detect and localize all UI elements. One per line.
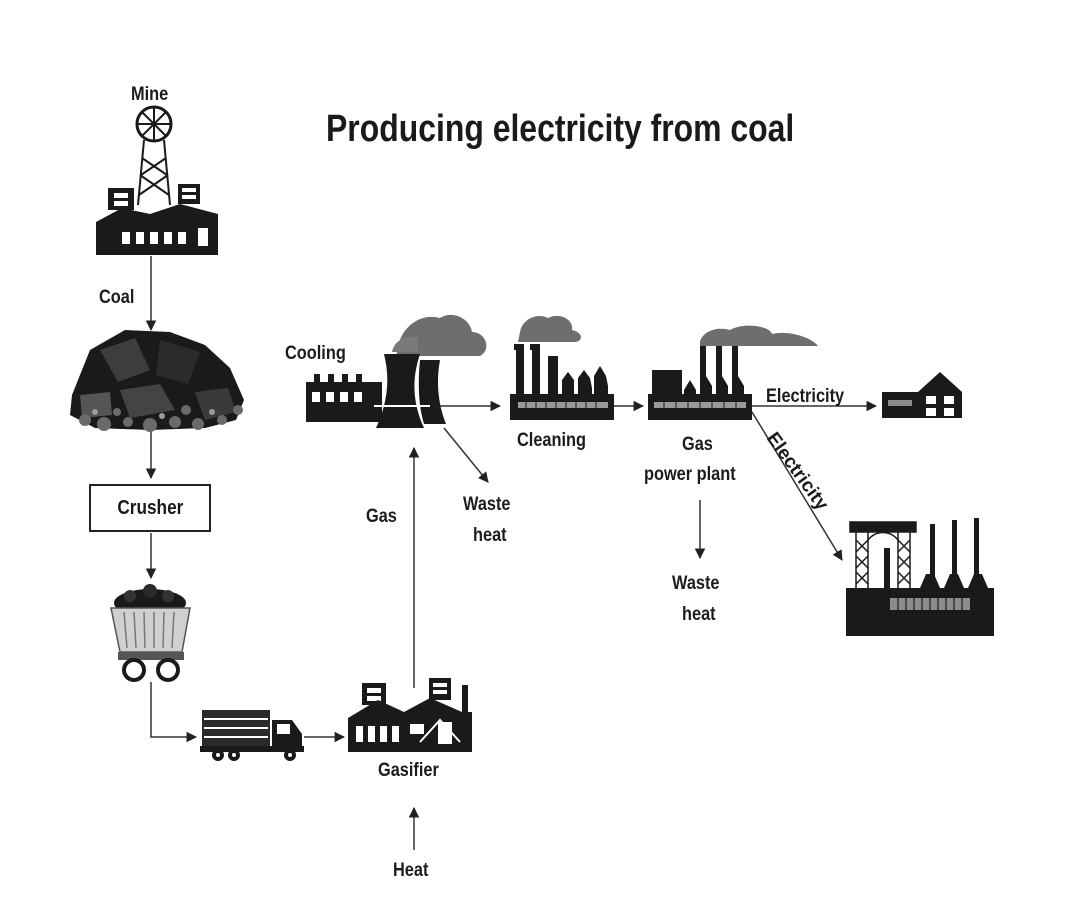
crusher-box: Crusher — [89, 484, 211, 532]
mine-icon — [96, 105, 218, 255]
truck-icon — [200, 710, 304, 761]
gas-power-plant-label-line1: Gas — [682, 434, 713, 455]
gas-power-plant-label-line2: power plant — [644, 464, 736, 485]
mine-label: Mine — [131, 84, 169, 105]
coal-pile-icon — [70, 330, 244, 432]
coal-label: Coal — [99, 287, 135, 308]
connectors — [145, 256, 878, 850]
industrial-plant-icon — [846, 518, 994, 636]
electricity-label-house: Electricity — [766, 386, 845, 407]
house-icon — [882, 372, 962, 418]
cooling-label: Cooling — [285, 343, 346, 364]
waste-heat-label-1-line1: Waste — [463, 494, 511, 515]
arrow-cooling-waste-heat — [443, 427, 489, 483]
gasifier-plant-icon — [348, 678, 472, 752]
gasifier-label: Gasifier — [378, 760, 439, 781]
gas-label: Gas — [366, 506, 397, 527]
arrow-cart-to-truck — [150, 682, 198, 743]
waste-heat-label-2-line2: heat — [682, 604, 716, 625]
waste-heat-label-1-line2: heat — [473, 525, 507, 546]
waste-heat-label-2-line1: Waste — [672, 573, 720, 594]
heat-label: Heat — [393, 860, 429, 881]
cooling-tower-icon — [306, 314, 487, 428]
cleaning-plant-icon — [510, 315, 614, 420]
cleaning-label: Cleaning — [517, 430, 587, 451]
diagram-title: Producing electricity from coal — [326, 108, 795, 150]
crusher-label: Crusher — [117, 496, 183, 519]
arrow-electricity-to-factory — [751, 411, 843, 561]
gas-power-plant-icon — [648, 325, 818, 420]
mine-cart-icon — [110, 584, 191, 682]
